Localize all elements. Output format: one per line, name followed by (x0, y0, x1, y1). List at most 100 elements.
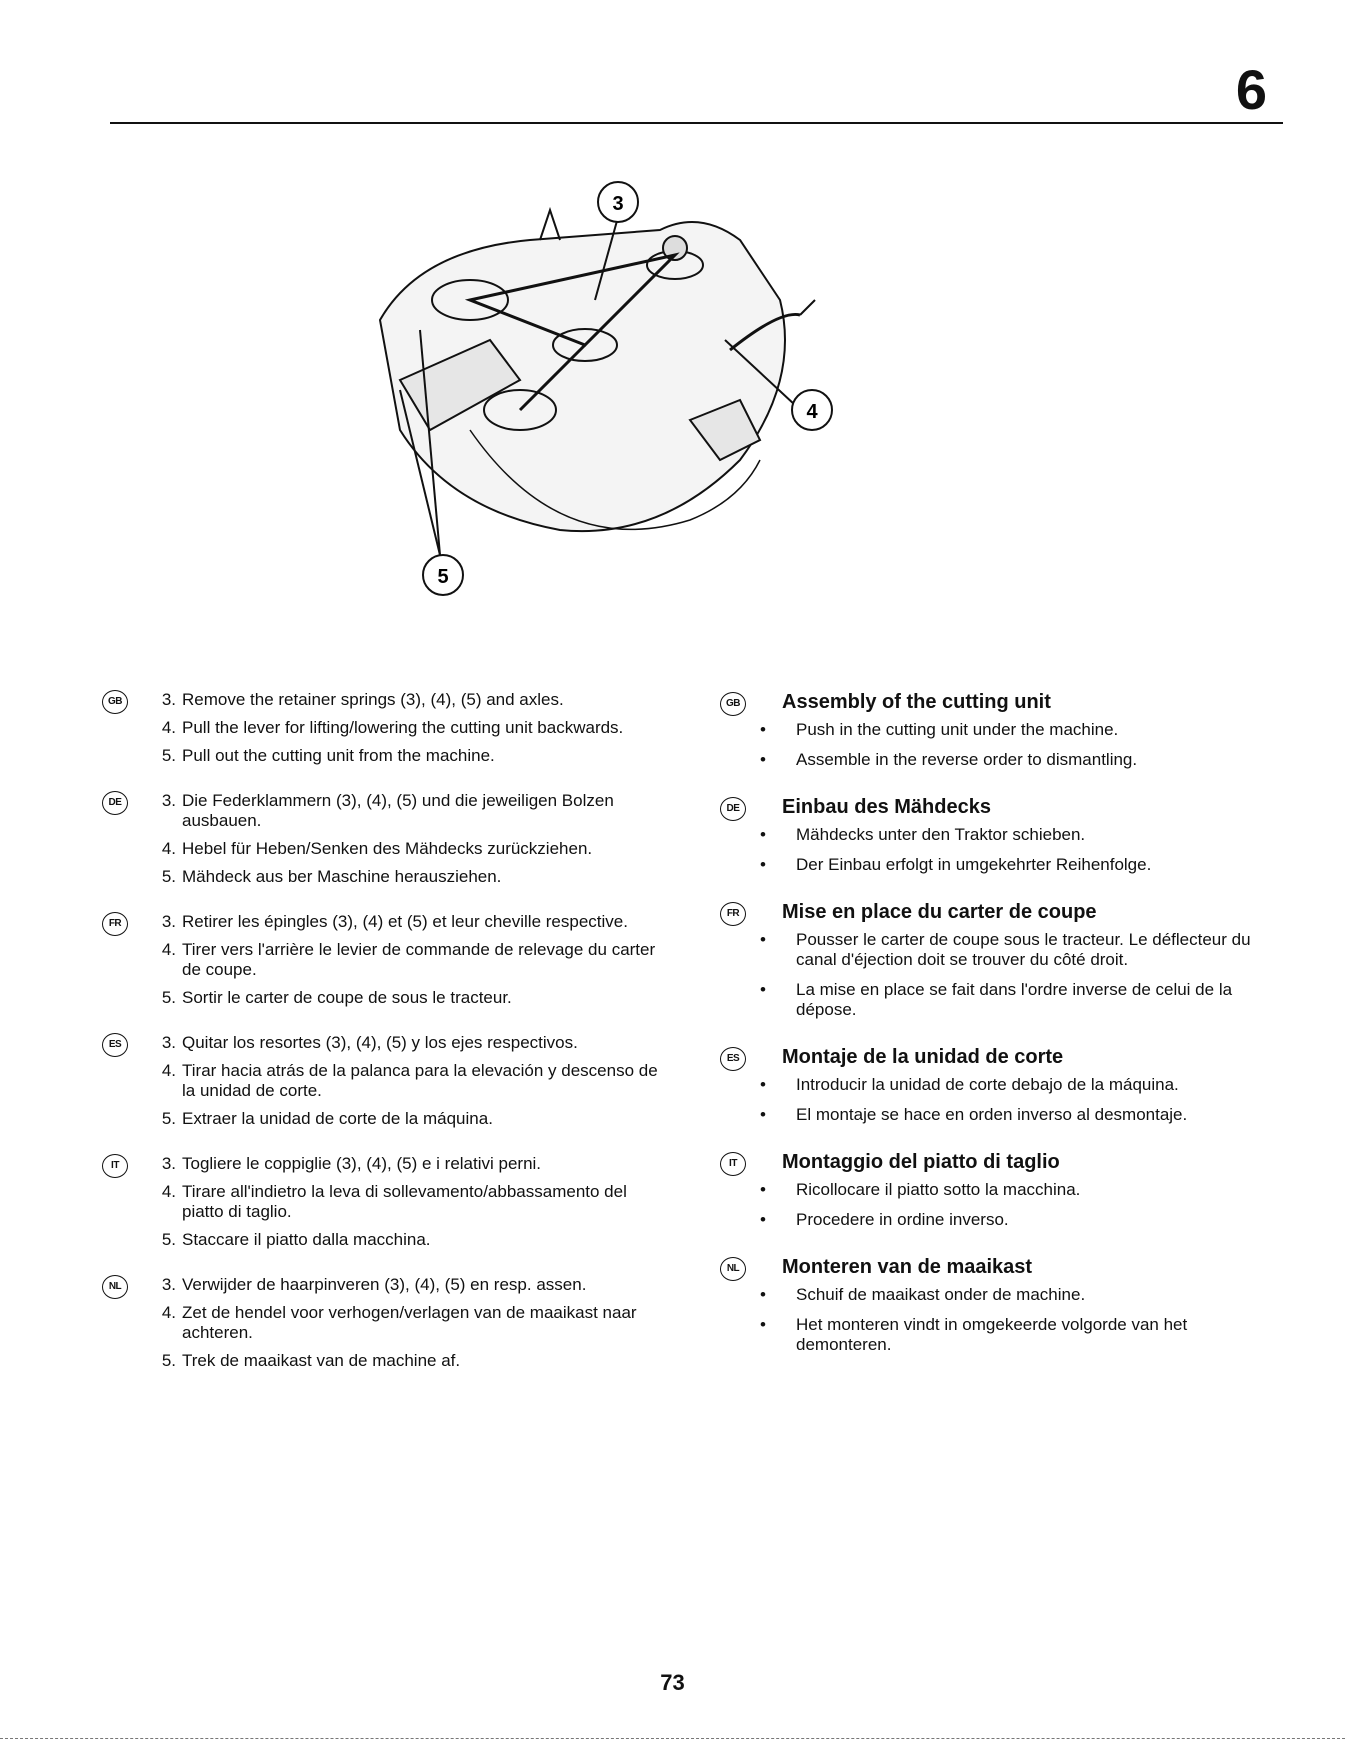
cutting-unit-illustration: 3 4 5 (378, 181, 833, 596)
language-badge-icon: GB (102, 690, 128, 714)
language-badge-icon: FR (720, 902, 746, 926)
step-number: 4. (161, 1182, 176, 1201)
section-heading: Einbau des Mähdecks (782, 796, 991, 818)
language-badge-icon: NL (102, 1275, 128, 1299)
bullet-item: Het monteren vindt in omgekeerde volgord… (720, 1315, 1285, 1355)
step-text: Trek de maaikast van de machine af. (182, 1351, 461, 1370)
removal-step: 4. Pull the lever for lifting/lowering th… (102, 718, 672, 738)
page-number: 73 (660, 1670, 685, 1695)
step-number: 3. (161, 1033, 176, 1052)
section-heading: Montaggio del piatto di taglio (782, 1151, 1060, 1173)
step-number: 5. (161, 1109, 176, 1128)
step-text: Staccare il piatto dalla macchina. (182, 1230, 431, 1249)
step-text: Pull the lever for lifting/lowering the … (182, 718, 624, 737)
removal-step: 4. Tirare all'indietro la leva di solleva… (102, 1182, 672, 1222)
step-text: Verwijder de haarpinveren (3), (4), (5) … (182, 1275, 587, 1294)
removal-step: 4. Tirer vers l'arrière le levier de comm… (102, 940, 672, 980)
removal-step: 3. Quitar los resortes (3), (4), (5) y lo… (102, 1033, 672, 1053)
step-text: Mähdeck aus ber Maschine herausziehen. (182, 867, 502, 886)
assembly-block-gb: GB Assembly of the cutting unitPush in th… (720, 690, 1285, 770)
language-badge-icon: ES (102, 1033, 128, 1057)
removal-step: 5. Mähdeck aus ber Maschine herausziehen. (102, 867, 672, 887)
callout-3-leader (594, 209, 621, 301)
step-number: 3. (161, 1275, 176, 1294)
section-heading: Monteren van de maaikast (782, 1256, 1033, 1278)
chapter-number: 6 (1235, 58, 1267, 121)
removal-step: 5. Trek de maaikast van de machine af. (102, 1351, 672, 1371)
step-number: 4. (161, 718, 176, 737)
assembly-block-fr: FR Mise en place du carter de coupePousse… (720, 900, 1285, 1020)
step-number: 4. (161, 839, 176, 858)
callout-3-circle (597, 181, 639, 223)
callout-3-label: 3 (612, 193, 623, 215)
removal-step: 4.Hebel für Heben/Senken des Mähdecks zu… (102, 839, 672, 859)
step-text: Tirar hacia atrás de la palanca para la … (182, 1061, 658, 1100)
bullet-item: Schuif de maaikast onder de machine. (720, 1285, 1285, 1305)
callout-4-leader (724, 339, 796, 406)
step-number: 4. (161, 1061, 176, 1080)
language-badge-icon: ES (720, 1047, 746, 1071)
language-badge-icon: FR (102, 912, 128, 936)
bullet-item: Introducir la unidad de corte debajo de … (720, 1075, 1285, 1095)
step-number: 3. (161, 791, 176, 810)
assembly-block-nl: NL Monteren van de maaikastSchuif de maai… (720, 1255, 1285, 1355)
step-number: 5. (161, 988, 176, 1007)
header-rule (110, 122, 1283, 124)
step-text: Zet de hendel voor verhogen/verlagen van… (182, 1303, 637, 1342)
bullet-item: La mise en place se fait dans l'ordre in… (720, 980, 1285, 1020)
bullet-item: Der Einbau erfolgt in umgekehrter Reihen… (720, 855, 1285, 875)
removal-step: 3.Retirer les épingles (3), (4) et (5) e… (102, 912, 672, 932)
callout-4-circle (791, 389, 833, 431)
removal-step: 5. Extraer la unidad de corte de la máqui… (102, 1109, 672, 1129)
callout-5-leader-2 (419, 329, 441, 556)
removal-step: 5. Pull out the cutting unit from the mac… (102, 746, 672, 766)
section-heading: Mise en place du carter de coupe (782, 901, 1097, 923)
bullet-item: Procedere in ordine inverso. (720, 1210, 1285, 1230)
step-text: Pull out the cutting unit from the machi… (182, 746, 495, 765)
removal-step: 3.Remove the retainer springs (3), (4), … (102, 690, 672, 710)
callout-5-label: 5 (437, 566, 448, 588)
step-text: Tirare all'indietro la leva di sollevame… (182, 1182, 627, 1221)
removal-step: 5. Staccare il piatto dalla macchina. (102, 1230, 672, 1250)
bullet-item: Ricollocare il piatto sotto la macchina. (720, 1180, 1285, 1200)
language-badge-icon: IT (720, 1152, 746, 1176)
step-number: 4. (161, 1303, 176, 1322)
removal-block-it: IT 3. Togliere le coppiglie (3), (4), (5) … (102, 1154, 672, 1250)
step-number: 3. (161, 912, 176, 931)
bullet-item: Assemble in the reverse order to dismant… (720, 750, 1285, 770)
step-text: Remove the retainer springs (3), (4), (5… (182, 690, 564, 709)
bullet-item: El montaje se hace en orden inverso al d… (720, 1105, 1285, 1125)
removal-block-nl: NL 3. Verwijder de haarpinveren (3), (4), … (102, 1275, 672, 1371)
step-text: Quitar los resortes (3), (4), (5) y los … (182, 1033, 578, 1052)
step-number: 5. (161, 867, 176, 886)
step-number: 5. (161, 746, 176, 765)
step-text: Togliere le coppiglie (3), (4), (5) e i … (182, 1154, 542, 1173)
step-number: 4. (161, 940, 176, 959)
bullet-item: Mähdecks unter den Traktor schieben. (720, 825, 1285, 845)
bullet-item: Push in the cutting unit under the machi… (720, 720, 1285, 740)
section-heading: Assembly of the cutting unit (782, 691, 1051, 713)
step-number: 5. (161, 1351, 176, 1370)
language-badge-icon: GB (720, 692, 746, 716)
callout-4-label: 4 (806, 401, 818, 423)
step-number: 5. (161, 1230, 176, 1249)
assembly-instructions-column: GB Assembly of the cutting unitPush in th… (720, 690, 1285, 1380)
step-number: 3. (161, 1154, 176, 1173)
bottom-edge (0, 1738, 1345, 1741)
language-badge-icon: IT (102, 1154, 128, 1178)
step-text: Extraer la unidad de corte de la máquina… (182, 1109, 493, 1128)
step-text: Tirer vers l'arrière le levier de comman… (182, 940, 656, 979)
removal-step: 4. Tirar hacia atrás de la palanca para l… (102, 1061, 672, 1101)
section-heading: Montaje de la unidad de corte (782, 1046, 1064, 1068)
language-badge-icon: NL (720, 1257, 746, 1281)
removal-step: 3. Togliere le coppiglie (3), (4), (5) e … (102, 1154, 672, 1174)
callout-5-leader (399, 389, 441, 556)
mower-deck-drawing (378, 206, 816, 533)
removal-step: 3. Verwijder de haarpinveren (3), (4), (5… (102, 1275, 672, 1295)
step-text: Sortir le carter de coupe de sous le tra… (182, 988, 512, 1007)
bullet-item: Pousser le carter de coupe sous le tract… (720, 930, 1285, 970)
